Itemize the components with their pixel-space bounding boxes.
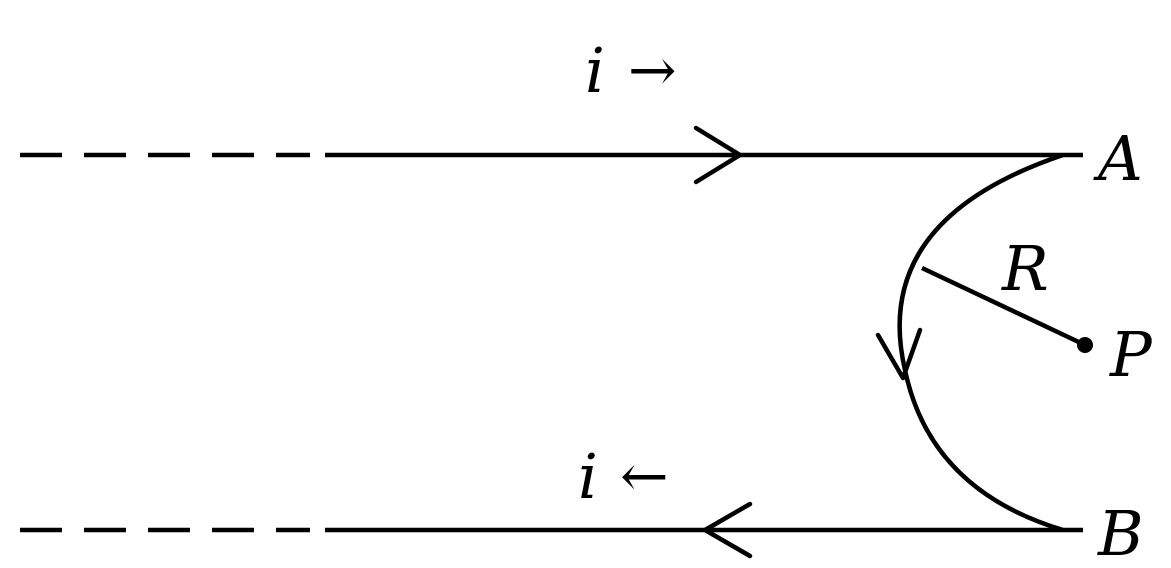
semicircle-arc [897, 152, 1064, 533]
arc-arrowhead [875, 327, 923, 381]
point-b-label: B [1097, 497, 1144, 568]
left-arrow-icon: ← [620, 442, 669, 510]
point-p-label: P [1109, 318, 1153, 391]
bottom-wire-arrowhead [702, 501, 753, 559]
current-label-bottom: i [578, 440, 598, 513]
point-a-label: A [1093, 122, 1143, 195]
current-label-top: i [585, 34, 605, 107]
radius-label: R [1001, 232, 1049, 305]
radius-line [921, 265, 1086, 348]
top-wire-arrowhead [693, 125, 743, 185]
center-point [1077, 337, 1093, 353]
right-arrow-icon: → [628, 36, 677, 104]
